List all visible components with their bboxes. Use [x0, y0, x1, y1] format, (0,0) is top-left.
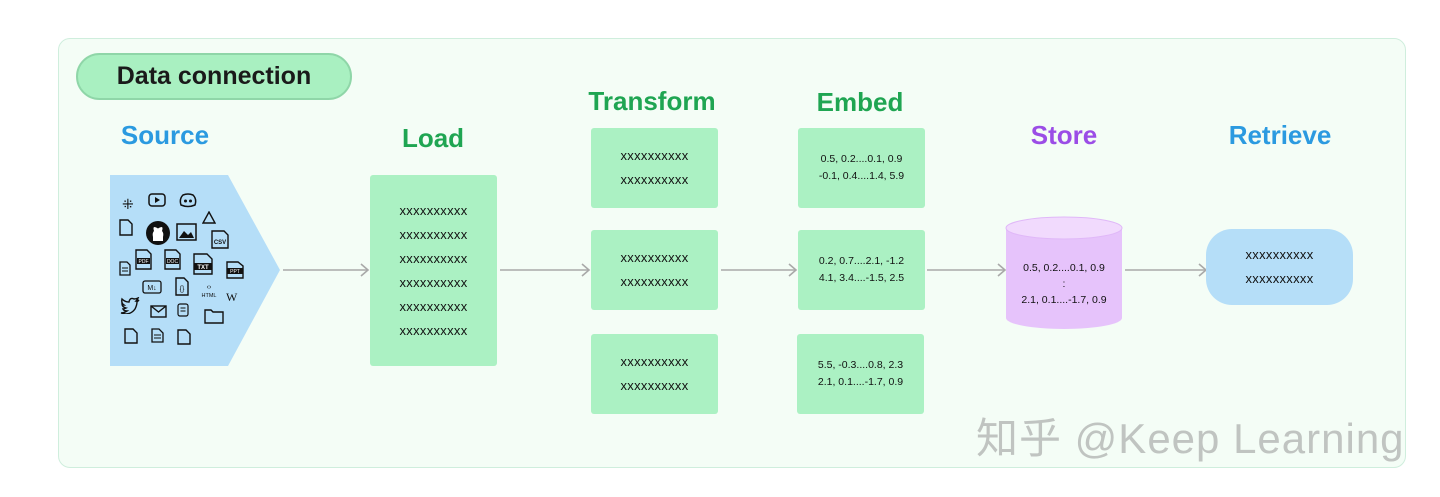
slack-icon: ⁜ [122, 196, 134, 212]
retrieve-line: xxxxxxxxxx [1245, 271, 1314, 286]
discord-icon [178, 193, 198, 210]
pdf-icon-label: PDF [139, 259, 149, 265]
store-line: 2.1, 0.1....-1.7, 0.9 [1021, 294, 1107, 306]
transform-line: xxxxxxxxxx [620, 172, 689, 187]
html-icon: ‹› HTML [198, 283, 220, 301]
load-line: xxxxxxxxxx [399, 298, 468, 314]
heading-store: Store [1030, 120, 1098, 150]
transform-line: xxxxxxxxxx [620, 250, 689, 265]
wikipedia-icon: W [226, 290, 238, 304]
file-icon-2 [124, 328, 138, 346]
store-line: : [1062, 278, 1066, 290]
heading-transform: Transform [588, 86, 716, 116]
retrieve-box: xxxxxxxxxx xxxxxxxxxx [1206, 229, 1353, 305]
document-icon [119, 261, 131, 278]
csv-icon: CSV [210, 230, 230, 251]
github-icon [144, 219, 172, 249]
retrieve-line: xxxxxxxxxx [1245, 247, 1314, 262]
load-box: xxxxxxxxxx xxxxxxxxxx xxxxxxxxxx xxxxxxx… [370, 175, 497, 366]
json-icon: {} [174, 277, 190, 298]
load-line: xxxxxxxxxx [399, 250, 468, 266]
text-file-icon [151, 328, 164, 345]
heading-embed: Embed [816, 87, 904, 117]
image-icon [176, 223, 197, 243]
txt-icon: TXT [192, 253, 214, 277]
diagram-title: Data connection [116, 62, 312, 90]
ppt-icon-label: PPT [230, 269, 240, 275]
transform-chunk-2: xxxxxxxxxx xxxxxxxxxx [591, 230, 718, 310]
doc-icon: DOC [163, 249, 182, 272]
store-vectors: 0.5, 0.2....0.1, 0.9 : 2.1, 0.1....-1.7,… [1006, 260, 1122, 308]
transform-line: xxxxxxxxxx [620, 378, 689, 393]
ppt-icon: PPT [225, 261, 245, 281]
embed-line: 0.2, 0.7....2.1, -1.2 [818, 255, 905, 267]
heading-load: Load [401, 123, 465, 153]
embed-vector-3: 5.5, -0.3....0.8, 2.3 2.1, 0.1....-1.7, … [797, 334, 924, 414]
load-line: xxxxxxxxxx [399, 226, 468, 242]
file-icon-3 [177, 329, 191, 347]
doc-icon-label: DOC [167, 259, 179, 265]
svg-text:{}: {} [180, 286, 185, 293]
youtube-icon [148, 193, 166, 209]
title-pill: Data connection [76, 53, 352, 100]
transform-chunk-3: xxxxxxxxxx xxxxxxxxxx [591, 334, 718, 414]
store-line: 0.5, 0.2....0.1, 0.9 [1023, 262, 1105, 274]
file-icon [119, 219, 133, 238]
load-line: xxxxxxxxxx [399, 202, 468, 218]
embed-line: -0.1, 0.4....1.4, 5.9 [818, 170, 905, 182]
store-cylinder [1005, 216, 1123, 329]
drive-icon [201, 210, 217, 226]
heading-retrieve: Retrieve [1228, 120, 1332, 150]
transform-line: xxxxxxxxxx [620, 274, 689, 289]
embed-vector-2: 0.2, 0.7....2.1, -1.2 4.1, 3.4....-1.5, … [798, 230, 925, 310]
transform-chunk-1: xxxxxxxxxx xxxxxxxxxx [591, 128, 718, 208]
load-line: xxxxxxxxxx [399, 274, 468, 290]
pdf-icon: PDF [134, 249, 153, 272]
load-line: xxxxxxxxxx [399, 322, 468, 338]
mail-icon [150, 305, 167, 320]
embed-line: 2.1, 0.1....-1.7, 0.9 [817, 376, 904, 388]
markdown-icon: M↓ [142, 280, 162, 296]
embed-line: 0.5, 0.2....0.1, 0.9 [820, 153, 903, 165]
transform-line: xxxxxxxxxx [620, 354, 689, 369]
heading-source: Source [120, 120, 210, 150]
diagram-panel [58, 38, 1406, 468]
txt-icon-label: TXT [197, 265, 209, 271]
html-icon-label: HTML [202, 293, 217, 299]
svg-text:‹›: ‹› [207, 284, 212, 291]
markdown-icon-label: M↓ [147, 285, 156, 292]
embed-vector-1: 0.5, 0.2....0.1, 0.9 -0.1, 0.4....1.4, 5… [798, 128, 925, 208]
csv-icon-label: CSV [214, 240, 226, 246]
clipboard-icon [177, 303, 189, 319]
twitter-icon [120, 296, 140, 316]
embed-line: 4.1, 3.4....-1.5, 2.5 [818, 272, 905, 284]
transform-line: xxxxxxxxxx [620, 148, 689, 163]
folder-icon [204, 307, 224, 326]
watermark: 知乎 @Keep Learning [976, 415, 1405, 462]
embed-line: 5.5, -0.3....0.8, 2.3 [817, 359, 904, 371]
